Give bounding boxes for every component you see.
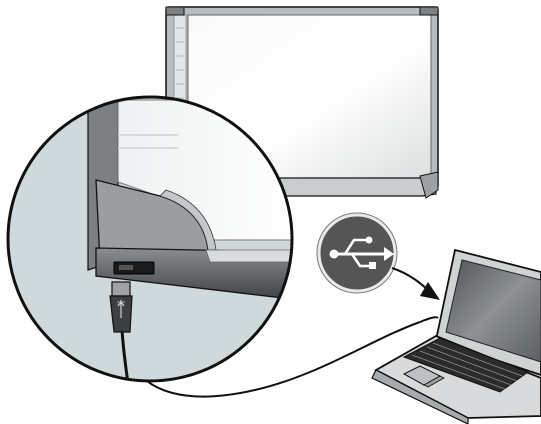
usb-cable-to-laptop [420,317,438,322]
laptop [372,250,541,424]
usb-plug [110,282,132,332]
usb-symbol-badge [317,213,397,293]
whiteboard-corner-top-right [420,7,438,15]
whiteboard-corner-top-left [166,7,184,15]
